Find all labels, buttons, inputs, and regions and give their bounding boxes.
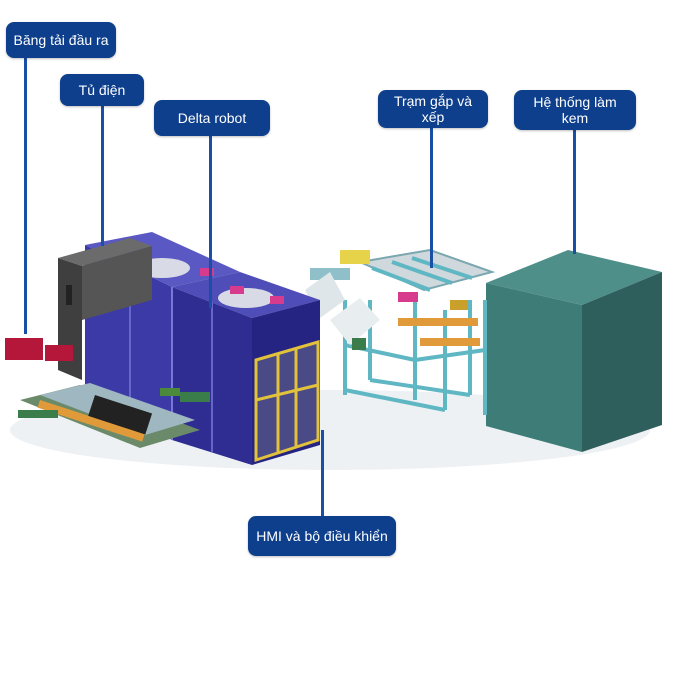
leader-ice-cream-system <box>573 128 576 254</box>
callout-ice-cream-system-label: Hệ thống làm kem <box>533 94 617 126</box>
pick-place-details <box>305 250 480 350</box>
callout-electrical-cabinet: Tủ điện <box>60 74 144 106</box>
leader-hmi-controller <box>321 430 324 518</box>
ice-cream-system-block <box>486 250 662 452</box>
callout-output-conveyor-label: Băng tải đầu ra <box>13 32 109 48</box>
callout-delta-robot-label: Delta robot <box>177 110 247 126</box>
pick-place-station <box>343 248 496 415</box>
hmi-controller-panel <box>254 340 320 463</box>
callout-output-conveyor: Băng tải đầu ra <box>6 22 116 58</box>
leader-pick-place-station <box>430 128 433 268</box>
callout-hmi-controller: HMI và bộ điều khiển <box>248 516 396 556</box>
output-conveyor <box>5 338 210 448</box>
callout-pick-place-station: Trạm gắp và xếp <box>378 90 488 128</box>
leader-delta-robot <box>209 136 212 308</box>
leader-output-conveyor <box>24 56 27 334</box>
callout-pick-place-station-label: Trạm gắp và xếp <box>393 93 473 125</box>
callout-electrical-cabinet-label: Tủ điện <box>78 82 126 98</box>
callout-ice-cream-system: Hệ thống làm kem <box>514 90 636 130</box>
callout-hmi-controller-label: HMI và bộ điều khiển <box>256 528 388 544</box>
callout-delta-robot: Delta robot <box>154 100 270 136</box>
leader-electrical-cabinet <box>101 104 104 246</box>
